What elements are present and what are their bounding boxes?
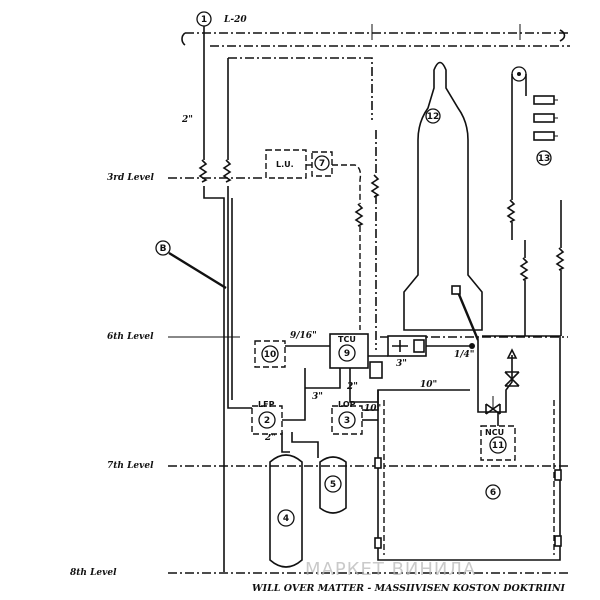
component-1-label: 1 — [201, 15, 207, 25]
component-1: 1 — [196, 11, 212, 27]
ncu-11: NCU 11 — [480, 425, 516, 461]
tcu-9: TCU 9 — [329, 333, 383, 379]
component-3-label: 3 — [344, 416, 350, 426]
ncu-label: NCU — [485, 428, 504, 437]
tcu-label: TCU — [338, 335, 356, 344]
level-7th: 7th Level — [107, 461, 154, 471]
level-3rd: 3rd Level — [107, 173, 154, 183]
pipe-size-10in-b: 10" — [364, 404, 381, 414]
lower-pipes — [278, 368, 470, 458]
component-6-label: 6 — [490, 488, 496, 498]
callout-b: B — [155, 240, 227, 290]
lu-unit: L.U. 7 — [265, 149, 364, 330]
valve-block — [368, 335, 472, 357]
component-10: 10 — [254, 340, 286, 368]
callout-b-label: B — [160, 244, 167, 254]
lu-label: L.U. — [276, 160, 294, 169]
level-6th: 6th Level — [107, 332, 154, 342]
lop-3: LOP 3 — [331, 400, 363, 435]
component-11-label: 11 — [492, 441, 505, 451]
pipe-size-2in-c: 2" — [264, 433, 276, 443]
header-pipe — [181, 24, 570, 47]
pipe-size-quarter-inch: 1/4" — [454, 350, 475, 360]
pipe-size-3in-c: 3" — [312, 392, 323, 402]
component-9-label: 9 — [344, 349, 350, 359]
tank-6: 6 — [374, 335, 562, 561]
component-10-label: 10 — [264, 350, 277, 360]
right-equipment-13: 13 — [506, 66, 565, 336]
component-2-label: 2 — [264, 416, 270, 426]
component-5-label: 5 — [330, 480, 336, 490]
pipe-size-2in-top: 2" — [181, 115, 193, 125]
pipe-size-3in-a: 3" — [396, 359, 407, 369]
pipe-size-9-16: 9/16" — [290, 331, 317, 341]
diagram-caption: WILL OVER MATTER - MASSIIVISEN KOSTON DO… — [252, 583, 566, 594]
lfp-2: LFP 2 — [251, 400, 283, 435]
component-13-label: 13 — [538, 154, 551, 164]
bottle-5: 5 — [319, 456, 347, 514]
pipe-size-2in-b: 2" — [346, 382, 358, 392]
component-12-label: 12 — [427, 112, 440, 122]
component-7-label: 7 — [319, 159, 325, 169]
rocket-tank-12: 12 — [403, 61, 483, 341]
component-4-label: 4 — [283, 514, 289, 524]
lfp-label: LFP — [258, 400, 275, 409]
level-8th: 8th Level — [70, 568, 117, 578]
pipe-size-10in-a: 10" — [420, 380, 437, 390]
line-label-l20: L-20 — [223, 15, 247, 25]
watermark: МАРКЕТ ВИНИЛА — [305, 559, 476, 580]
left-vertical-pipes — [198, 26, 380, 572]
bottle-4: 4 — [269, 454, 303, 568]
lop-label: LOP — [338, 400, 356, 409]
valves-right — [469, 340, 520, 426]
